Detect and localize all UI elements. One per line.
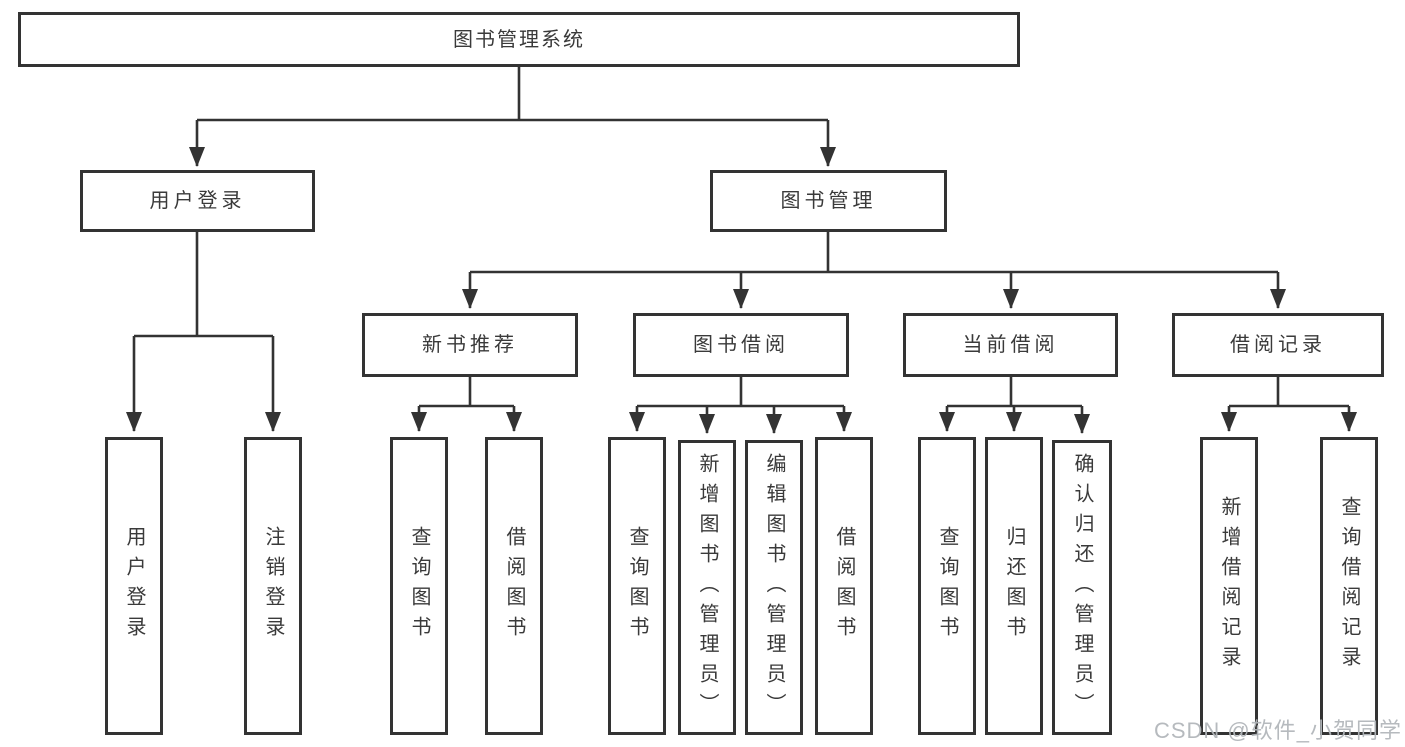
node-label: 用户登录 [123,526,145,646]
node-label: 编辑图书（管理员） [763,452,785,723]
node-label: 借阅记录 [1230,334,1326,356]
node-query-books: 查询图书 [608,437,666,735]
node-add-books-admin: 新增图书（管理员） [678,440,736,735]
node-label: 图书借阅 [693,334,789,356]
node-query-books: 查询图书 [918,437,976,735]
node-add-borrow-record: 新增借阅记录 [1200,437,1258,735]
node-label: 查询借阅记录 [1338,496,1360,676]
node-new-book-recommend: 新书推荐 [362,313,578,377]
node-label: 查询图书 [936,526,958,646]
node-query-borrow-record: 查询借阅记录 [1320,437,1378,735]
node-borrowing-records: 借阅记录 [1172,313,1384,377]
node-label: 归还图书 [1003,526,1025,646]
node-label: 注销登录 [262,526,284,646]
node-borrow-books: 借阅图书 [485,437,543,735]
node-return-books: 归还图书 [985,437,1043,735]
node-confirm-return-admin: 确认归还（管理员） [1052,440,1112,735]
node-query-books: 查询图书 [390,437,448,735]
csdn-watermark: CSDN @软件_小贺同学 [1153,718,1402,743]
node-label: 用户登录 [149,190,246,212]
node-label: 确认归还（管理员） [1071,452,1093,723]
node-label: 查询图书 [408,526,430,646]
node-label: 借阅图书 [833,526,855,646]
node-edit-books-admin: 编辑图书（管理员） [745,440,803,735]
node-borrow-books: 借阅图书 [815,437,873,735]
node-label: 查询图书 [626,526,648,646]
node-label: 图书管理系统 [453,28,585,51]
node-book-borrowing: 图书借阅 [633,313,849,377]
node-label: 新书推荐 [422,334,518,356]
node-label: 当前借阅 [962,334,1059,356]
node-label: 新增借阅记录 [1218,496,1240,676]
node-user-login-leaf: 用户登录 [105,437,163,735]
node-label: 新增图书（管理员） [696,452,718,723]
node-logout: 注销登录 [244,437,302,735]
node-book-management-system: 图书管理系统 [18,12,1020,67]
node-user-login: 用户登录 [80,170,315,232]
node-label: 图书管理 [780,190,877,212]
node-book-management: 图书管理 [710,170,947,232]
node-current-borrowing: 当前借阅 [903,313,1118,377]
node-label: 借阅图书 [503,526,525,646]
